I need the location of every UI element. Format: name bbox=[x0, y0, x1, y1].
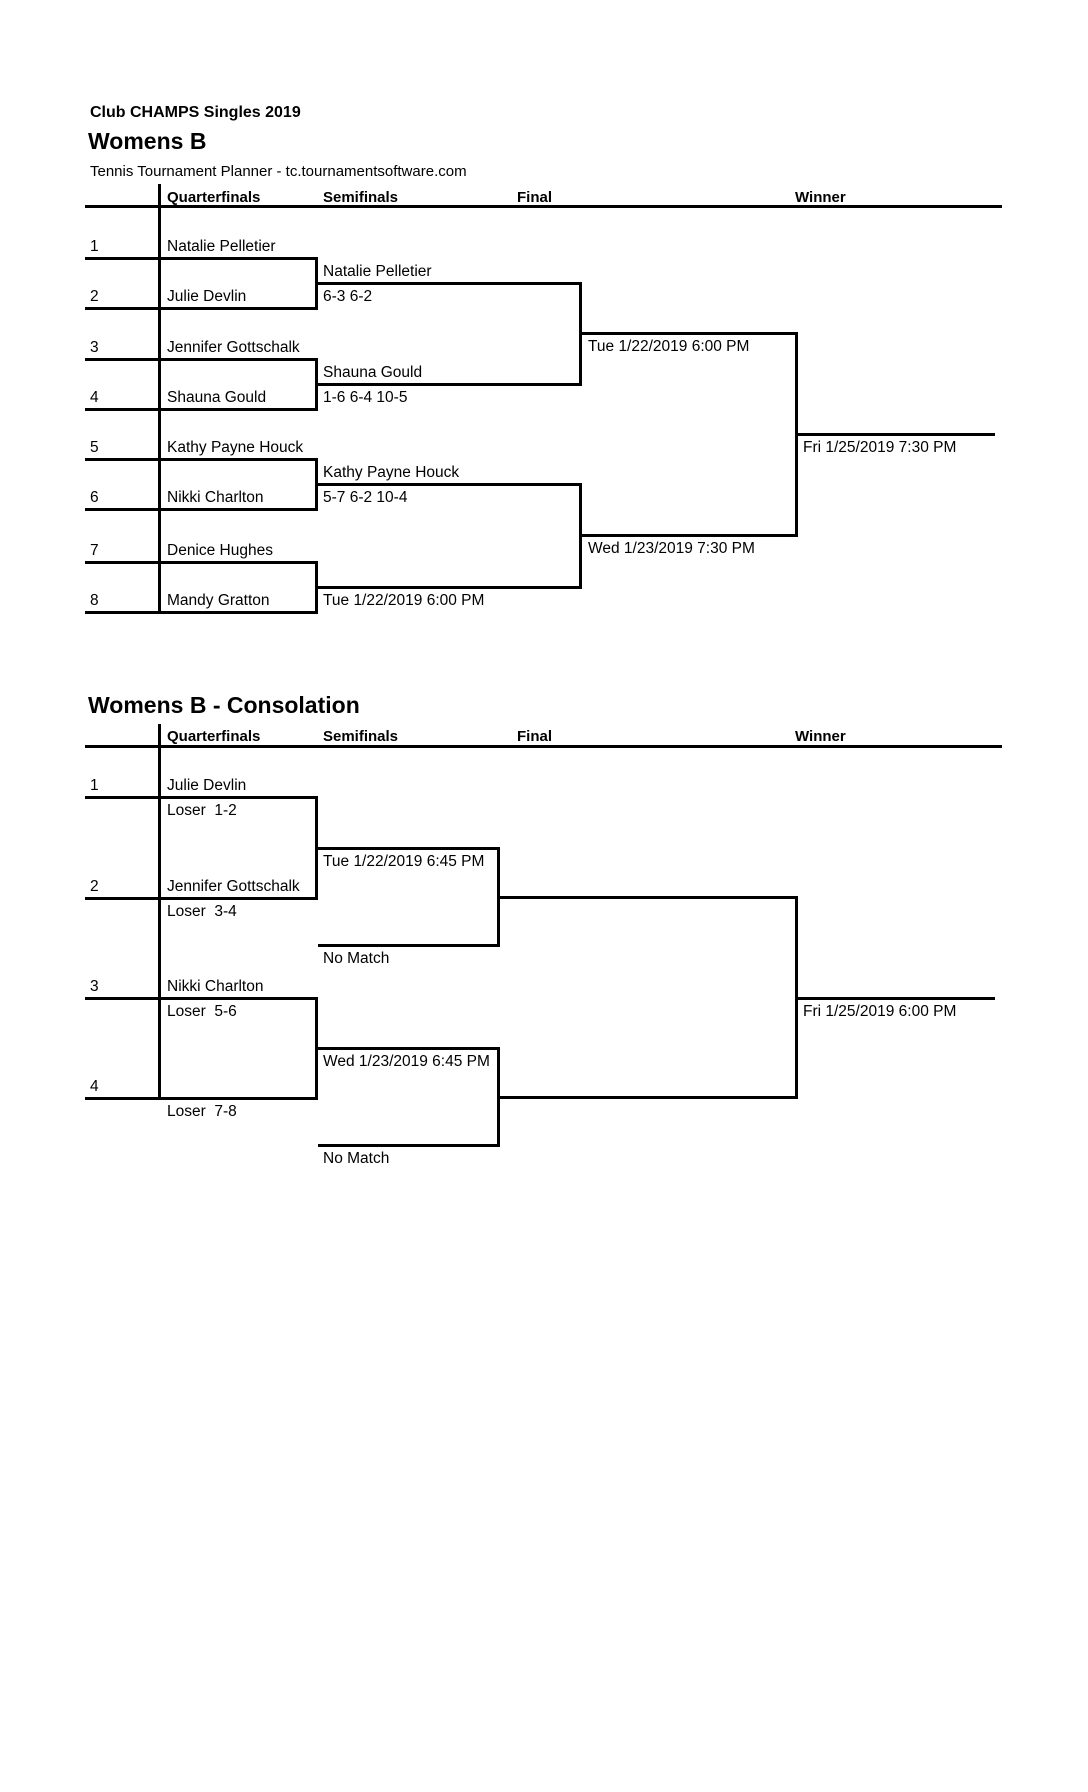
match-winner-name: Natalie Pelletier bbox=[323, 263, 432, 280]
seed-number: 2 bbox=[90, 288, 99, 305]
winner-line bbox=[318, 282, 582, 285]
seed-number: 8 bbox=[90, 592, 99, 609]
seed-number: 1 bbox=[90, 238, 99, 255]
entry-line bbox=[85, 561, 318, 564]
header-rule bbox=[85, 745, 1002, 748]
winner-line bbox=[318, 383, 582, 386]
entry-line bbox=[85, 611, 318, 614]
bye-line bbox=[318, 944, 500, 947]
entry-line bbox=[85, 897, 318, 900]
entry-source-label: Loser 1-2 bbox=[167, 802, 237, 819]
player-name: Jennifer Gottschalk bbox=[167, 339, 300, 356]
winner-line bbox=[798, 433, 995, 436]
match-schedule: Tue 1/22/2019 6:00 PM bbox=[588, 338, 750, 355]
seed-number: 4 bbox=[90, 1078, 99, 1095]
entry-line bbox=[85, 508, 318, 511]
match-connector bbox=[315, 997, 318, 1100]
player-name: Natalie Pelletier bbox=[167, 238, 276, 255]
match-schedule: Wed 1/23/2019 6:45 PM bbox=[323, 1053, 490, 1070]
winner-line bbox=[798, 997, 995, 1000]
header-rule bbox=[85, 205, 1002, 208]
match-score: 5-7 6-2 10-4 bbox=[323, 489, 408, 506]
match-connector bbox=[579, 282, 582, 386]
seed-number: 1 bbox=[90, 777, 99, 794]
column-header-winner: Winner bbox=[795, 189, 846, 206]
player-name: Julie Devlin bbox=[167, 777, 247, 794]
generator-credit: Tennis Tournament Planner - tc.tournamen… bbox=[90, 163, 467, 180]
winner-line bbox=[582, 332, 798, 335]
seed-number: 7 bbox=[90, 542, 99, 559]
winner-line bbox=[318, 847, 500, 850]
event-title: Club CHAMPS Singles 2019 bbox=[90, 104, 301, 121]
column-header-quarterfinals: Quarterfinals bbox=[167, 728, 261, 745]
entry-line bbox=[85, 307, 318, 310]
match-connector bbox=[315, 796, 318, 900]
match-connector bbox=[315, 358, 318, 411]
entry-source-label: Loser 7-8 bbox=[167, 1103, 237, 1120]
entry-line bbox=[85, 458, 318, 461]
player-name: Denice Hughes bbox=[167, 542, 273, 559]
seed-number: 6 bbox=[90, 489, 99, 506]
bye-line bbox=[318, 1144, 500, 1147]
entry-source-label: Loser 5-6 bbox=[167, 1003, 237, 1020]
seed-number: 2 bbox=[90, 878, 99, 895]
winner-line bbox=[500, 1096, 798, 1099]
match-connector bbox=[315, 458, 318, 511]
match-schedule: Tue 1/22/2019 6:00 PM bbox=[323, 592, 485, 609]
winner-line bbox=[318, 586, 582, 589]
entry-line bbox=[85, 358, 318, 361]
column-header-quarterfinals: Quarterfinals bbox=[167, 189, 261, 206]
match-connector bbox=[795, 332, 798, 537]
match-winner-name: Kathy Payne Houck bbox=[323, 464, 460, 481]
match-connector bbox=[315, 257, 318, 310]
match-schedule: Tue 1/22/2019 6:45 PM bbox=[323, 853, 485, 870]
entry-line bbox=[85, 1097, 318, 1100]
match-score: 1-6 6-4 10-5 bbox=[323, 389, 408, 406]
match-connector bbox=[315, 561, 318, 614]
consolation-draw-title: Womens B - Consolation bbox=[88, 692, 360, 718]
column-header-winner: Winner bbox=[795, 728, 846, 745]
match-score: 6-3 6-2 bbox=[323, 288, 373, 305]
player-name: Shauna Gould bbox=[167, 389, 267, 406]
player-name: Kathy Payne Houck bbox=[167, 439, 304, 456]
entry-line bbox=[85, 796, 318, 799]
seed-number: 3 bbox=[90, 978, 99, 995]
main-draw-title: Womens B bbox=[88, 128, 207, 154]
final-schedule: Fri 1/25/2019 7:30 PM bbox=[803, 439, 957, 456]
column-header-semifinals: Semifinals bbox=[323, 728, 399, 745]
entry-line bbox=[85, 997, 318, 1000]
winner-line bbox=[500, 896, 798, 899]
column-header-final: Final bbox=[517, 189, 553, 206]
entry-source-label: Loser 3-4 bbox=[167, 903, 237, 920]
no-match-label: No Match bbox=[323, 1150, 390, 1167]
player-name: Julie Devlin bbox=[167, 288, 247, 305]
match-connector bbox=[579, 483, 582, 589]
seed-number: 5 bbox=[90, 439, 99, 456]
player-name: Nikki Charlton bbox=[167, 489, 264, 506]
seed-number: 3 bbox=[90, 339, 99, 356]
column-header-semifinals: Semifinals bbox=[323, 189, 399, 206]
match-connector bbox=[497, 1047, 500, 1147]
winner-line bbox=[318, 483, 582, 486]
entry-line bbox=[85, 408, 318, 411]
no-match-label: No Match bbox=[323, 950, 390, 967]
seed-number: 4 bbox=[90, 389, 99, 406]
match-connector bbox=[795, 896, 798, 1099]
seed-column-divider bbox=[158, 184, 161, 614]
match-connector bbox=[497, 847, 500, 947]
winner-line bbox=[582, 534, 798, 537]
match-winner-name: Shauna Gould bbox=[323, 364, 423, 381]
player-name: Nikki Charlton bbox=[167, 978, 264, 995]
entry-line bbox=[85, 257, 318, 260]
seed-column-divider bbox=[158, 724, 161, 1100]
player-name: Mandy Gratton bbox=[167, 592, 270, 609]
match-schedule: Wed 1/23/2019 7:30 PM bbox=[588, 540, 755, 557]
column-header-final: Final bbox=[517, 728, 553, 745]
winner-line bbox=[318, 1047, 500, 1050]
player-name: Jennifer Gottschalk bbox=[167, 878, 300, 895]
final-schedule: Fri 1/25/2019 6:00 PM bbox=[803, 1003, 957, 1020]
